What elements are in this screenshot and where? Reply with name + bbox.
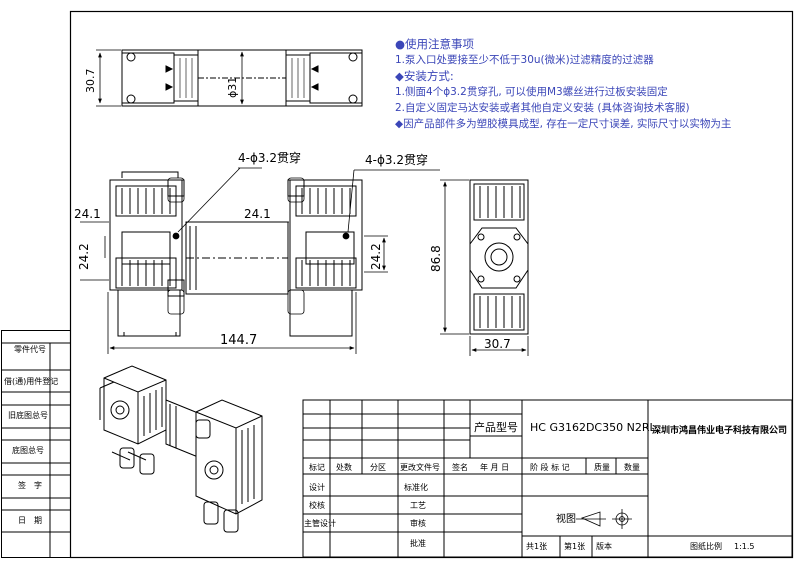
scale-value: 1:1.5 (734, 542, 755, 551)
side-label-strip (1, 342, 70, 557)
title-block (302, 399, 793, 558)
role-design: 设计 (309, 482, 325, 492)
dim-left-24-1: 24.1 (74, 207, 101, 221)
rev-header-doc: 更改文件号 (400, 462, 440, 472)
role-chief: 主管设计 (304, 518, 336, 528)
total-sheets: 共1张 (526, 542, 547, 551)
product-model-label: 产品型号 (474, 420, 518, 434)
isometric-view (99, 365, 263, 533)
scale-label: 图纸比例 (690, 541, 722, 551)
front-view-dims (80, 167, 440, 354)
rev-header-count: 处数 (336, 462, 352, 472)
side-label-borrow: 借(通)用件登记 (4, 376, 58, 386)
dim-top-diameter: ϕ31 (226, 77, 239, 98)
dim-mid-24-1: 24.1 (244, 207, 271, 221)
side-view (469, 179, 529, 335)
stage-mark: 阶 段 标 记 (530, 462, 570, 472)
role-process: 工艺 (410, 501, 426, 510)
install-title: ◆安装方式: (395, 69, 454, 83)
rev-header-sign: 签名 (452, 462, 468, 472)
top-view-dims (96, 49, 244, 107)
side-label-old-base: 旧底图总号 (8, 410, 48, 420)
dim-side-height: 86.8 (429, 245, 443, 272)
title-block-text: 产品型号 HC G3162DC350 N2RL 深圳市鸿昌伟业电子科技有限公司 … (304, 420, 787, 551)
note-holes-right: 4-ϕ3.2贯穿 (365, 152, 428, 167)
side-labels: 零件代号 借(通)用件登记 旧底图总号 底图总号 签 字 日 期 (4, 344, 58, 525)
product-model-value: HC G3162DC350 N2RL (530, 421, 656, 434)
front-view-left-head (109, 171, 185, 337)
quantity-label: 数量 (624, 462, 640, 472)
note-holes-left: 4-ϕ3.2贯穿 (238, 150, 301, 165)
side-label-base: 底图总号 (12, 445, 44, 455)
dim-top-height: 30.7 (84, 69, 97, 94)
precautions-title: ●使用注意事项 (395, 37, 475, 51)
notes-panel: ●使用注意事项 1.泵入口处要接至少不低于30u(微米)过滤精度的过滤器 ◆安装… (395, 36, 795, 132)
role-standard: 标准化 (404, 482, 428, 492)
front-view-motor (185, 221, 289, 295)
rev-header-mark: 标记 (309, 462, 325, 472)
dim-total-length: 144.7 (220, 333, 257, 348)
role-check: 校核 (309, 500, 325, 510)
side-label-date: 日 期 (18, 516, 42, 525)
company-name: 深圳市鸿昌伟业电子科技有限公司 (652, 424, 787, 436)
version-label: 版本 (596, 541, 612, 551)
role-approve: 批准 (410, 538, 426, 548)
install-2: 2.自定义固定马达安装或者其他自定义安装 (具体咨询技术客服) (395, 102, 690, 114)
projection-symbol-icon (576, 509, 632, 529)
side-label-part-code: 零件代号 (14, 344, 46, 354)
weight-label: 质量 (594, 462, 610, 472)
front-view-knurl-fittings (167, 177, 350, 315)
side-label-sign: 签 字 (18, 480, 42, 490)
rev-header-zone: 分区 (370, 463, 386, 472)
precaution-1: 1.泵入口处要接至少不低于30u(微米)过滤精度的过滤器 (395, 54, 654, 66)
install-3: ◆因产品部件多为塑胶模具成型, 存在一定尺寸误差, 实际尺寸以实物为主 (395, 118, 732, 130)
dim-left-24-2: 24.2 (77, 243, 91, 270)
install-1: 1.侧面4个ϕ3.2贯穿孔, 可以使用M3螺丝进行过板安装固定 (395, 86, 668, 98)
view-label: 视图 (556, 512, 576, 525)
role-review: 审核 (410, 518, 426, 528)
dim-side-width: 30.7 (484, 337, 511, 351)
dim-right-24-2: 24.2 (369, 243, 383, 270)
rev-header-date: 年 月 日 (480, 462, 509, 472)
side-view-dims (440, 179, 529, 356)
front-view-right-head (287, 179, 363, 337)
sheet-number: 第1张 (564, 541, 585, 551)
